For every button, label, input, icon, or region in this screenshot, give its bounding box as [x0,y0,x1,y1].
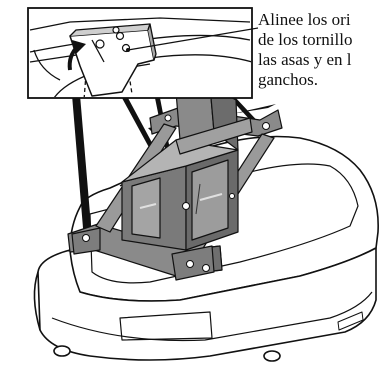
callout-text: Alinee los ori de los tornillo las asas … [258,10,385,90]
callout-line-2: de los tornillo [258,30,353,49]
screw-icon [202,264,210,272]
screw-icon [262,122,270,130]
screw-icon [164,114,172,122]
screw-icon [112,26,120,34]
callout-leader-line [127,27,259,51]
screw-icon [95,39,105,49]
screw-icon [229,193,235,199]
screw-icon [82,234,90,242]
curved-arrow-icon [67,40,86,71]
screw-icon [115,31,125,41]
callout-line-3: las asas y en l [258,50,352,69]
callout-line-1: Alinee los ori [258,10,351,29]
guide-line-left [72,95,92,240]
callout-line-4: ganchos. [258,70,318,89]
screw-icon [186,260,194,268]
screw-icon [182,202,190,210]
detail-inset [27,7,259,99]
bracket-screws [82,114,270,272]
